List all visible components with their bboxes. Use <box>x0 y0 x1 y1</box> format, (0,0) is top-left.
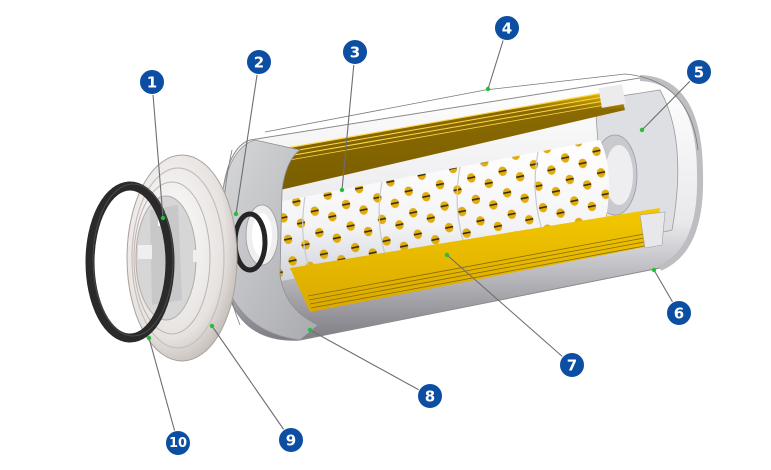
filter-media-top <box>274 84 626 190</box>
target-dot-9 <box>209 323 215 329</box>
badge-circle <box>342 39 368 65</box>
callout-badge-4: 4 <box>494 15 520 41</box>
callout-badges: 1 2 3 4 5 6 7 8 9 10 <box>139 15 712 456</box>
callout-badge-5: 5 <box>686 59 712 85</box>
callout-badge-2: 2 <box>246 49 272 75</box>
callout-badge-9: 9 <box>278 427 304 453</box>
badge-circle <box>246 49 272 75</box>
callout-badge-6: 6 <box>666 300 692 326</box>
badge-number: 10 <box>169 436 187 451</box>
target-dots <box>146 86 657 341</box>
target-dot-6 <box>651 267 657 273</box>
badge-circle <box>686 59 712 85</box>
badge-number: 9 <box>286 432 296 450</box>
badge-circle <box>666 300 692 326</box>
badge-circle <box>278 427 304 453</box>
badge-number: 5 <box>694 64 704 82</box>
leader-line-7 <box>446 254 573 366</box>
filter-media-bottom <box>290 208 666 312</box>
gasket-ring-large <box>85 181 175 343</box>
badge-circle <box>417 383 443 409</box>
badge-circle <box>165 430 191 456</box>
target-dot-4 <box>485 86 491 92</box>
badge-number: 8 <box>425 388 435 406</box>
badge-circle <box>559 352 585 378</box>
badge-number: 7 <box>567 357 577 375</box>
badge-number: 2 <box>254 54 264 72</box>
badge-circle <box>139 69 165 95</box>
target-dot-2 <box>233 211 239 217</box>
callout-badge-8: 8 <box>417 383 443 409</box>
callout-badge-7: 7 <box>559 352 585 378</box>
target-dot-7 <box>444 252 450 258</box>
badge-number: 6 <box>674 305 684 323</box>
callout-badge-10: 10 <box>165 430 191 456</box>
leader-line-8 <box>309 329 431 397</box>
callout-badge-1: 1 <box>139 69 165 95</box>
target-dot-5 <box>639 127 645 133</box>
badge-circle <box>494 15 520 41</box>
leader-line-5 <box>641 71 700 131</box>
target-dot-3 <box>339 187 345 193</box>
target-dot-10 <box>146 335 152 341</box>
leader-line-2 <box>235 61 260 215</box>
leader-line-10 <box>148 337 179 444</box>
leader-line-9 <box>211 325 292 441</box>
leader-line-1 <box>151 81 164 219</box>
target-dot-1 <box>160 215 166 221</box>
badge-number: 4 <box>502 20 512 38</box>
leader-line-3 <box>341 51 356 191</box>
target-dot-8 <box>307 327 313 333</box>
callout-badge-3: 3 <box>342 39 368 65</box>
badge-number: 1 <box>147 74 157 92</box>
badge-number: 3 <box>350 44 360 62</box>
